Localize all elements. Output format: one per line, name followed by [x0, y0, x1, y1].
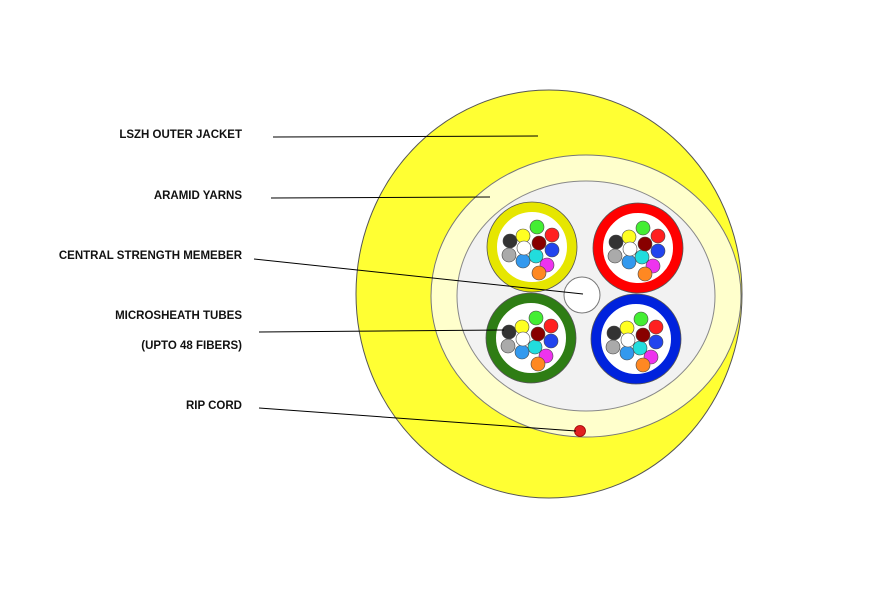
- fiber-orange: [635, 357, 651, 373]
- fiber-white: [515, 331, 531, 347]
- fiber-sky: [621, 254, 637, 270]
- fiber-red: [650, 228, 666, 244]
- blue-tube: [590, 293, 682, 385]
- microsheath-tubes-group: [485, 201, 684, 385]
- fiber-brown: [635, 327, 651, 343]
- fiber-brown: [531, 235, 547, 251]
- leader-line-microsheath-tubes: [258, 329, 505, 333]
- tube-outline: [485, 292, 577, 384]
- rip-cord: [574, 425, 586, 437]
- fiber-slate: [501, 247, 517, 263]
- fiber-green: [633, 311, 649, 327]
- fiber-black: [606, 325, 622, 341]
- fiber-slate: [605, 339, 621, 355]
- fiber-blue: [544, 242, 560, 258]
- fiber-blue: [648, 334, 664, 350]
- red-tube: [592, 202, 684, 294]
- fiber-aqua: [632, 340, 648, 356]
- fiber-green: [529, 219, 545, 235]
- fiber-black: [502, 233, 518, 249]
- central-strength-member: [563, 276, 601, 314]
- fiber-white: [620, 332, 636, 348]
- fiber-red: [544, 227, 560, 243]
- fiber-black: [501, 324, 517, 340]
- label-aramid-yarns: ARAMID YARNS: [153, 190, 242, 202]
- fiber-red: [648, 319, 664, 335]
- fiber-orange: [530, 356, 546, 372]
- fiber-green: [528, 310, 544, 326]
- fiber-red: [543, 318, 559, 334]
- fiber-sky: [619, 345, 635, 361]
- fiber-blue: [543, 333, 559, 349]
- green-tube: [485, 292, 577, 384]
- leader-line-aramid-yarns: [270, 196, 491, 199]
- yellow-tube: [486, 201, 578, 293]
- label-microsheath-tubes: MICROSHEATH TUBES: [115, 310, 242, 322]
- leader-line-rip-cord: [258, 407, 577, 432]
- label-microsheath-note: (UPTO 48 FIBERS): [141, 340, 242, 352]
- label-outer-jacket: LSZH OUTER JACKET: [119, 129, 242, 141]
- fiber-black: [608, 234, 624, 250]
- fiber-green: [635, 220, 651, 236]
- fiber-sky: [515, 253, 531, 269]
- fiber-slate: [500, 338, 516, 354]
- fiber-orange: [531, 265, 547, 281]
- leader-line-central-member: [253, 258, 584, 295]
- fiber-white: [516, 240, 532, 256]
- label-rip-cord: RIP CORD: [185, 400, 242, 412]
- tube-outline: [486, 201, 578, 293]
- fiber-brown: [637, 236, 653, 252]
- fiber-aqua: [528, 248, 544, 264]
- fiber-orange: [637, 266, 653, 282]
- label-central-strength-member: CENTRAL STRENGTH MEMEBER: [58, 250, 242, 262]
- fiber-aqua: [634, 249, 650, 265]
- tube-outline: [592, 202, 684, 294]
- fiber-aqua: [527, 339, 543, 355]
- fiber-sky: [514, 344, 530, 360]
- fiber-white: [622, 241, 638, 257]
- leader-line-outer-jacket: [272, 135, 539, 138]
- tube-outline: [590, 293, 682, 385]
- leader-lines: [253, 135, 584, 432]
- fiber-blue: [650, 243, 666, 259]
- fiber-brown: [530, 326, 546, 342]
- fiber-slate: [607, 248, 623, 264]
